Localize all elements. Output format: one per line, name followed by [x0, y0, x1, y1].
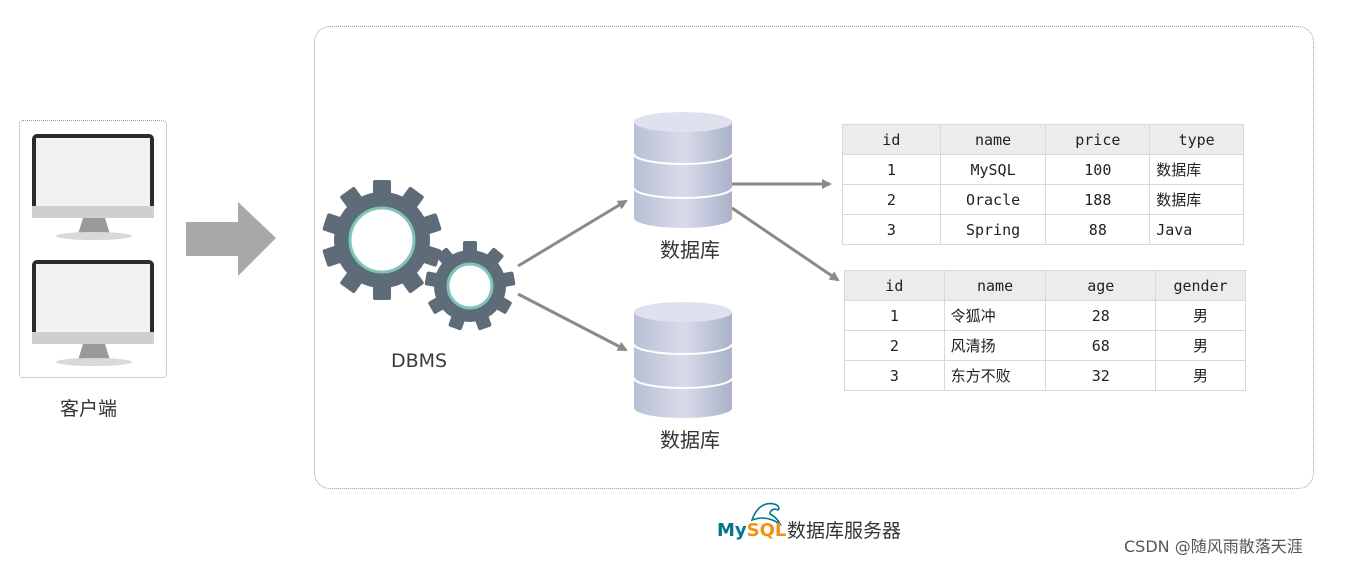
- table-row: 3 Spring 88 Java: [842, 214, 1244, 245]
- column-header: gender: [1155, 270, 1246, 301]
- table-cell: 令狐冲: [943, 300, 1047, 331]
- mysql-logo: MySQL: [717, 520, 786, 541]
- small-gear-icon: [424, 241, 516, 331]
- mysql-logo-my: My: [717, 520, 747, 541]
- gears-icon: [322, 180, 516, 331]
- dolphin-logo-icon: [750, 502, 782, 526]
- table-row: 2 风清扬 68 男: [844, 330, 1246, 361]
- column-header: age: [1045, 270, 1157, 301]
- table-cell: 28: [1045, 300, 1157, 331]
- table-cell: 2: [842, 184, 941, 215]
- table-cell: 男: [1155, 360, 1246, 391]
- table-cell: 男: [1155, 300, 1246, 331]
- table-cell: 数据库: [1149, 184, 1244, 215]
- database-label-2: 数据库: [660, 428, 720, 452]
- table-cell: 男: [1155, 330, 1246, 361]
- table-cell: 88: [1045, 214, 1151, 245]
- database-icon: [633, 302, 733, 418]
- column-header: id: [844, 270, 945, 301]
- users-table: id name age gender 1 令狐冲 28 男 2 风清扬 68 男…: [844, 270, 1246, 391]
- client-box: [19, 120, 167, 378]
- column-header: price: [1045, 124, 1151, 155]
- table-row: 3 东方不败 32 男: [844, 360, 1246, 391]
- arrow-db1-to-table2: [731, 206, 840, 282]
- table-cell: 1: [842, 154, 941, 185]
- table-cell: Java: [1149, 214, 1244, 245]
- table-row: 2 Oracle 188 数据库: [842, 184, 1244, 215]
- table-cell: 3: [844, 360, 945, 391]
- table-cell: 188: [1045, 184, 1151, 215]
- table-cell: 3: [842, 214, 941, 245]
- database-server-box: [314, 26, 1314, 489]
- client-label: 客户端: [60, 398, 118, 420]
- table-cell: MySQL: [939, 154, 1047, 185]
- column-header: name: [939, 124, 1047, 155]
- large-gear-icon: [322, 180, 442, 300]
- watermark-text: CSDN @随风雨散落天涯: [1124, 537, 1303, 556]
- products-table: id name price type 1 MySQL 100 数据库 2 Ora…: [842, 124, 1244, 245]
- table-cell: Spring: [939, 214, 1047, 245]
- column-header: type: [1149, 124, 1244, 155]
- arrow-dbms-to-db2: [517, 292, 628, 352]
- column-header: name: [943, 270, 1047, 301]
- table-cell: 2: [844, 330, 945, 361]
- big-arrow-icon: [186, 202, 276, 276]
- table-cell: 68: [1045, 330, 1157, 361]
- table-cell: 100: [1045, 154, 1151, 185]
- monitor-icon: [32, 260, 154, 366]
- table-cell: 数据库: [1149, 154, 1244, 185]
- database-label-1: 数据库: [660, 238, 720, 262]
- dbms-label: DBMS: [391, 350, 448, 372]
- table-cell: 1: [844, 300, 945, 331]
- client-computers: [32, 134, 154, 366]
- table-row: 1 MySQL 100 数据库: [842, 154, 1244, 185]
- table-cell: 东方不败: [943, 360, 1047, 391]
- database-server-label: 数据库服务器: [787, 520, 902, 542]
- database-icon: [633, 112, 733, 228]
- table-header-row: id name age gender: [844, 270, 1246, 301]
- table-cell: 风清扬: [943, 330, 1047, 361]
- arrow-dbms-to-db1: [517, 199, 628, 268]
- table-header-row: id name price type: [842, 124, 1244, 155]
- table-cell: Oracle: [939, 184, 1047, 215]
- mysql-logo-sql: SQL: [746, 520, 787, 541]
- table-cell: 32: [1045, 360, 1157, 391]
- monitor-icon: [32, 134, 154, 240]
- table-row: 1 令狐冲 28 男: [844, 300, 1246, 331]
- column-header: id: [842, 124, 941, 155]
